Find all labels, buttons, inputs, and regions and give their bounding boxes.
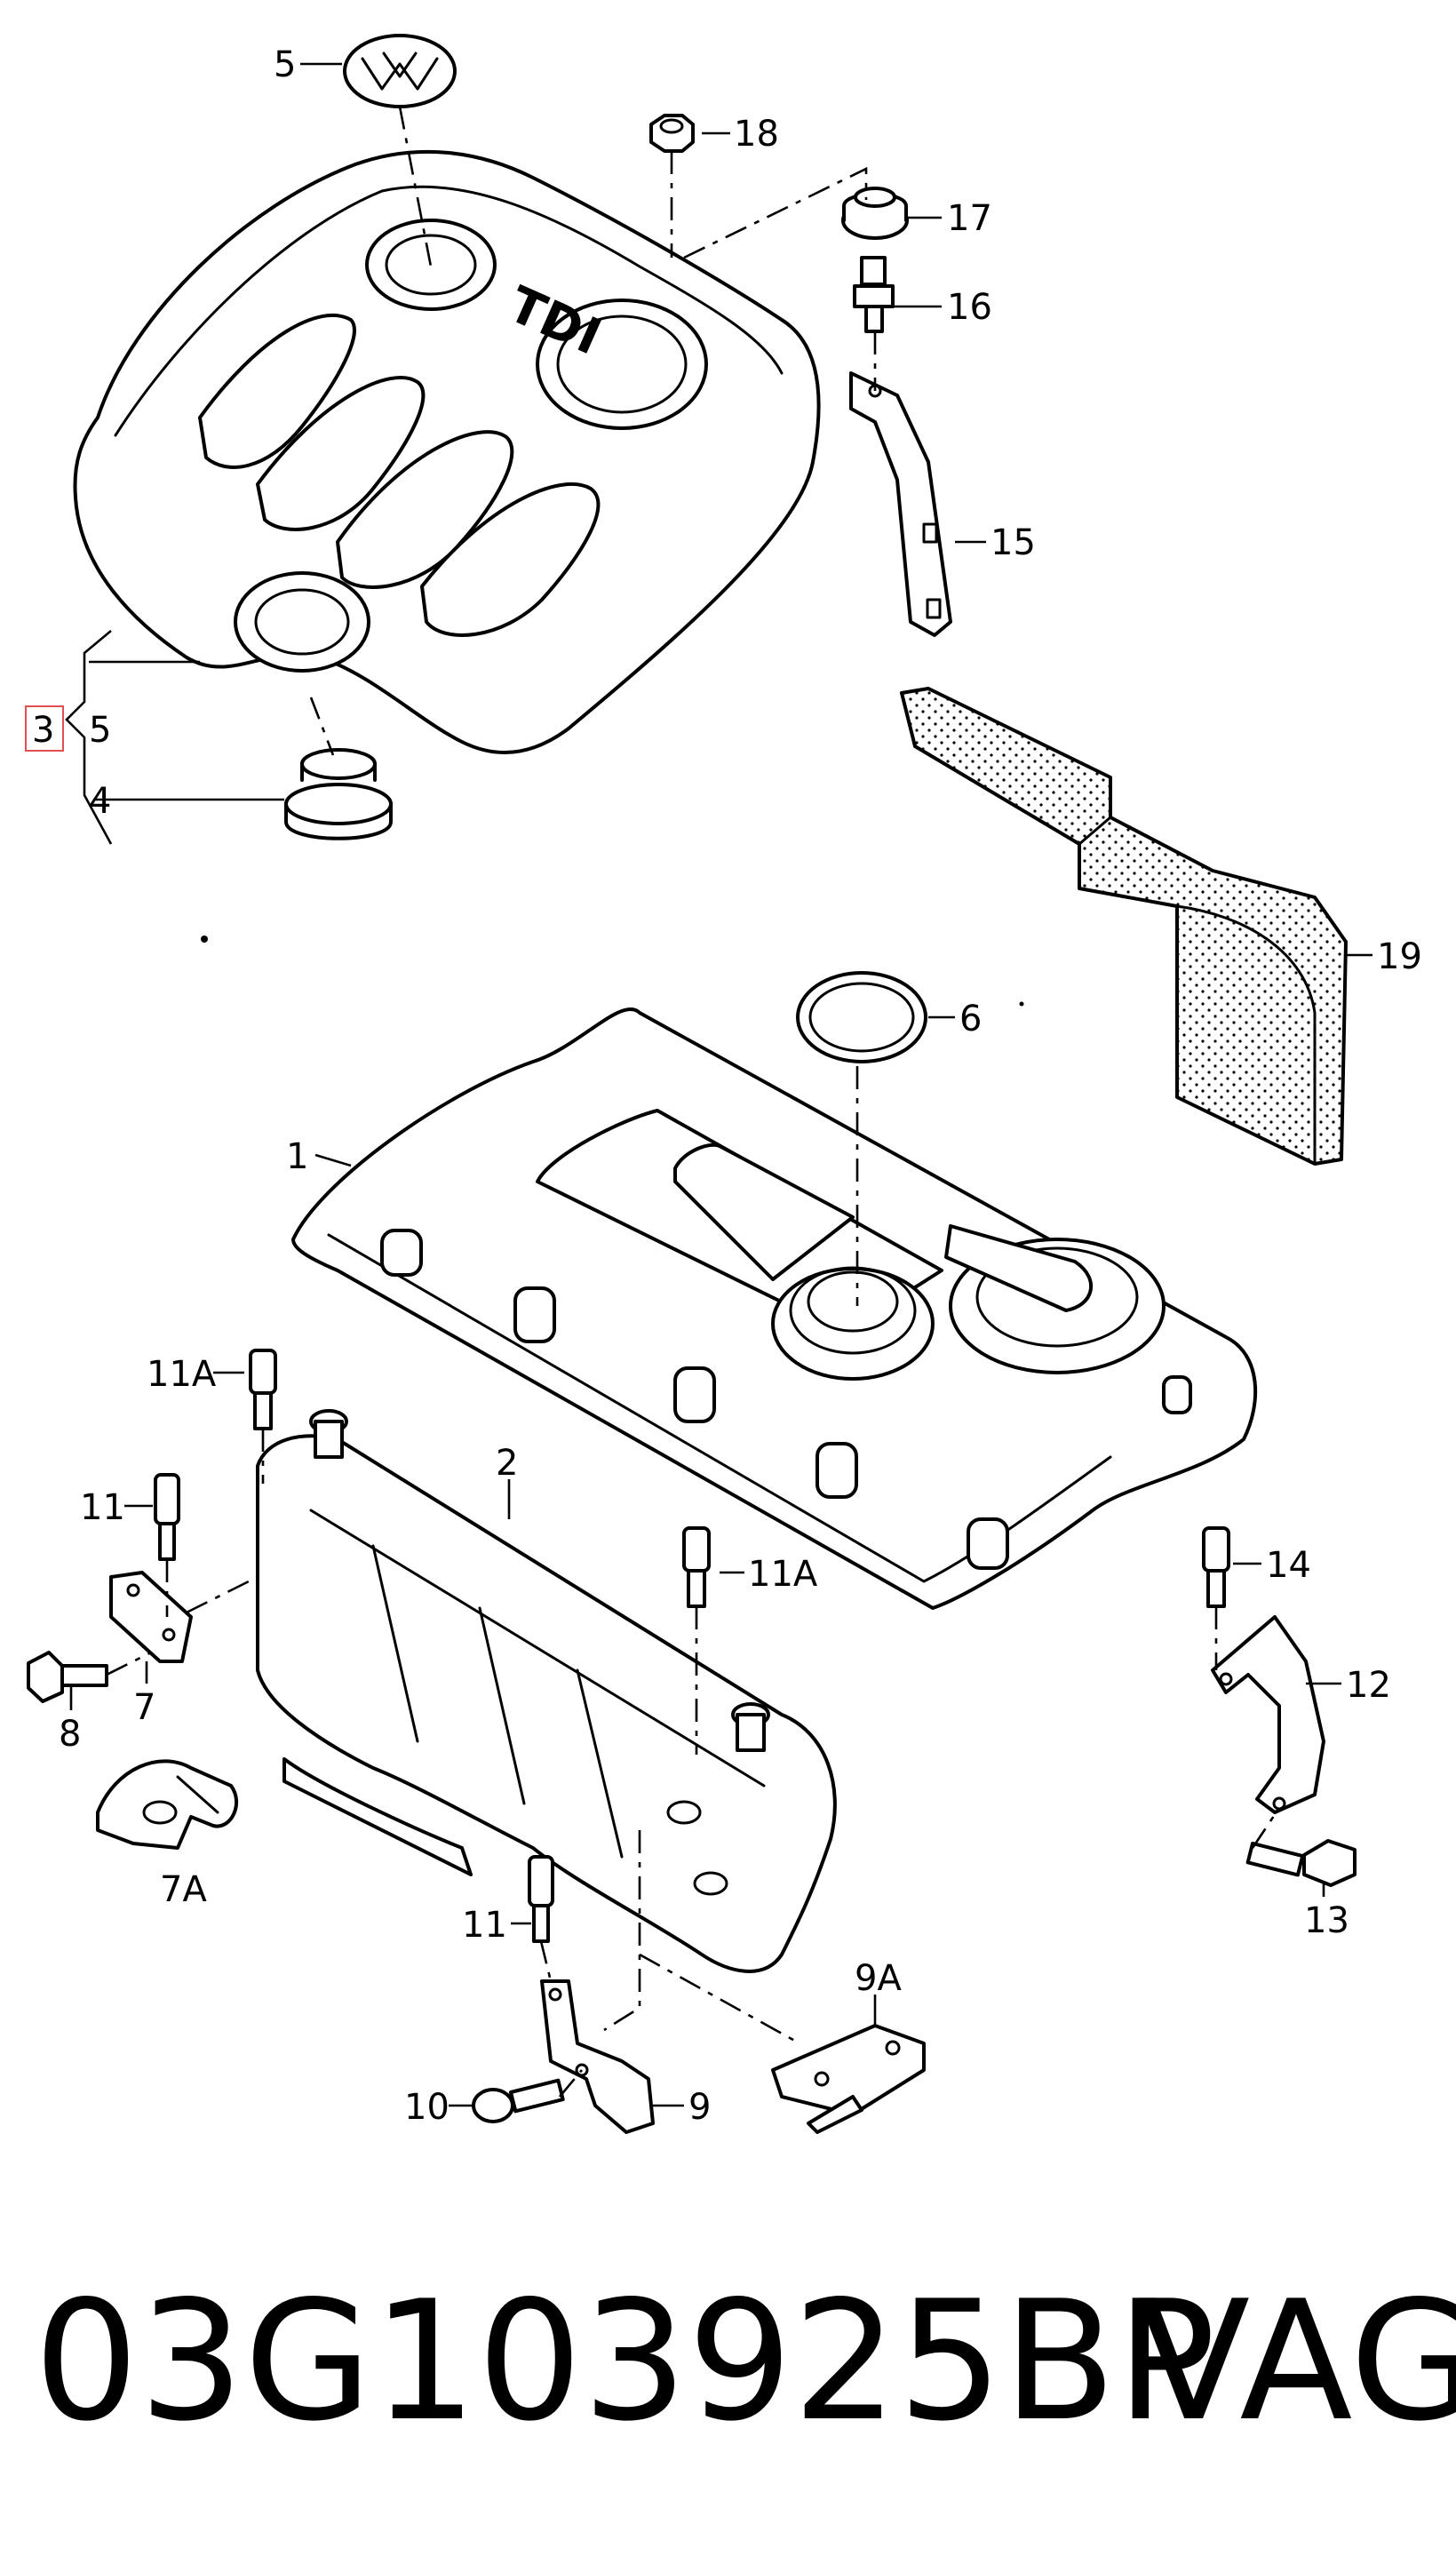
- label-11-bottom: 11: [462, 1905, 507, 1946]
- heat-insulation-19: [900, 687, 1348, 1166]
- bolt-11-bottom: [528, 1855, 554, 1943]
- label-9: 9: [688, 2087, 711, 2128]
- engine-cover: TDI: [73, 149, 821, 754]
- label-10: 10: [404, 2087, 450, 2128]
- label-16: 16: [947, 287, 992, 328]
- label-4: 4: [89, 781, 111, 822]
- nut-18: [649, 114, 695, 153]
- bracket-12: [1211, 1615, 1325, 1814]
- label-14: 14: [1266, 1545, 1311, 1586]
- label-5-side: 5: [89, 710, 111, 751]
- bolt-11a-right: [682, 1526, 711, 1608]
- label-2: 2: [496, 1443, 518, 1484]
- label-11a-left: 11A: [147, 1354, 217, 1395]
- seal-ring-6: [796, 971, 927, 1063]
- label-13: 13: [1304, 1900, 1349, 1941]
- vw-emblem: [343, 34, 457, 108]
- bracket-15: [849, 371, 952, 637]
- bracket-9a: [771, 2024, 926, 2134]
- label-5-top: 5: [274, 44, 296, 85]
- leader-lines: [65, 62, 1372, 2107]
- stud-16: [853, 256, 895, 333]
- part-number: 03G103925BP: [34, 2265, 1216, 2457]
- bracket-9: [540, 1979, 655, 2134]
- label-12: 12: [1346, 1665, 1391, 1706]
- bolt-11-left: [154, 1473, 180, 1561]
- label-15: 15: [991, 522, 1036, 563]
- part-labels: 5 18 17 16 15 3 5 4 19 6 1 11A 2 11 11A …: [25, 44, 1422, 2128]
- label-3: 3: [32, 710, 54, 751]
- bolt-14: [1202, 1526, 1230, 1608]
- bracket-7: [109, 1571, 193, 1663]
- brand-name: VAG: [1137, 2265, 1456, 2457]
- label-7: 7: [133, 1687, 155, 1728]
- label-8: 8: [59, 1714, 81, 1755]
- bolt-13: [1245, 1839, 1357, 1887]
- bolt-11a-left: [249, 1349, 277, 1430]
- label-9a: 9A: [855, 1958, 902, 1999]
- label-11-left: 11: [80, 1487, 125, 1528]
- label-19: 19: [1377, 936, 1422, 977]
- bracket-7a: [96, 1759, 238, 1850]
- label-7a: 7A: [160, 1869, 207, 1910]
- rubber-buffer-17: [841, 187, 909, 240]
- label-6: 6: [959, 999, 982, 1039]
- label-18: 18: [734, 114, 779, 155]
- exhaust-manifold: [256, 1409, 837, 1973]
- bolt-8: [27, 1651, 108, 1703]
- label-11a-right: 11A: [748, 1554, 818, 1595]
- rubber-grommet: [284, 748, 393, 840]
- label-17: 17: [947, 198, 992, 239]
- bolt-10: [472, 2078, 565, 2123]
- cylinder-head-cover: [291, 1007, 1258, 1610]
- label-1: 1: [286, 1136, 308, 1177]
